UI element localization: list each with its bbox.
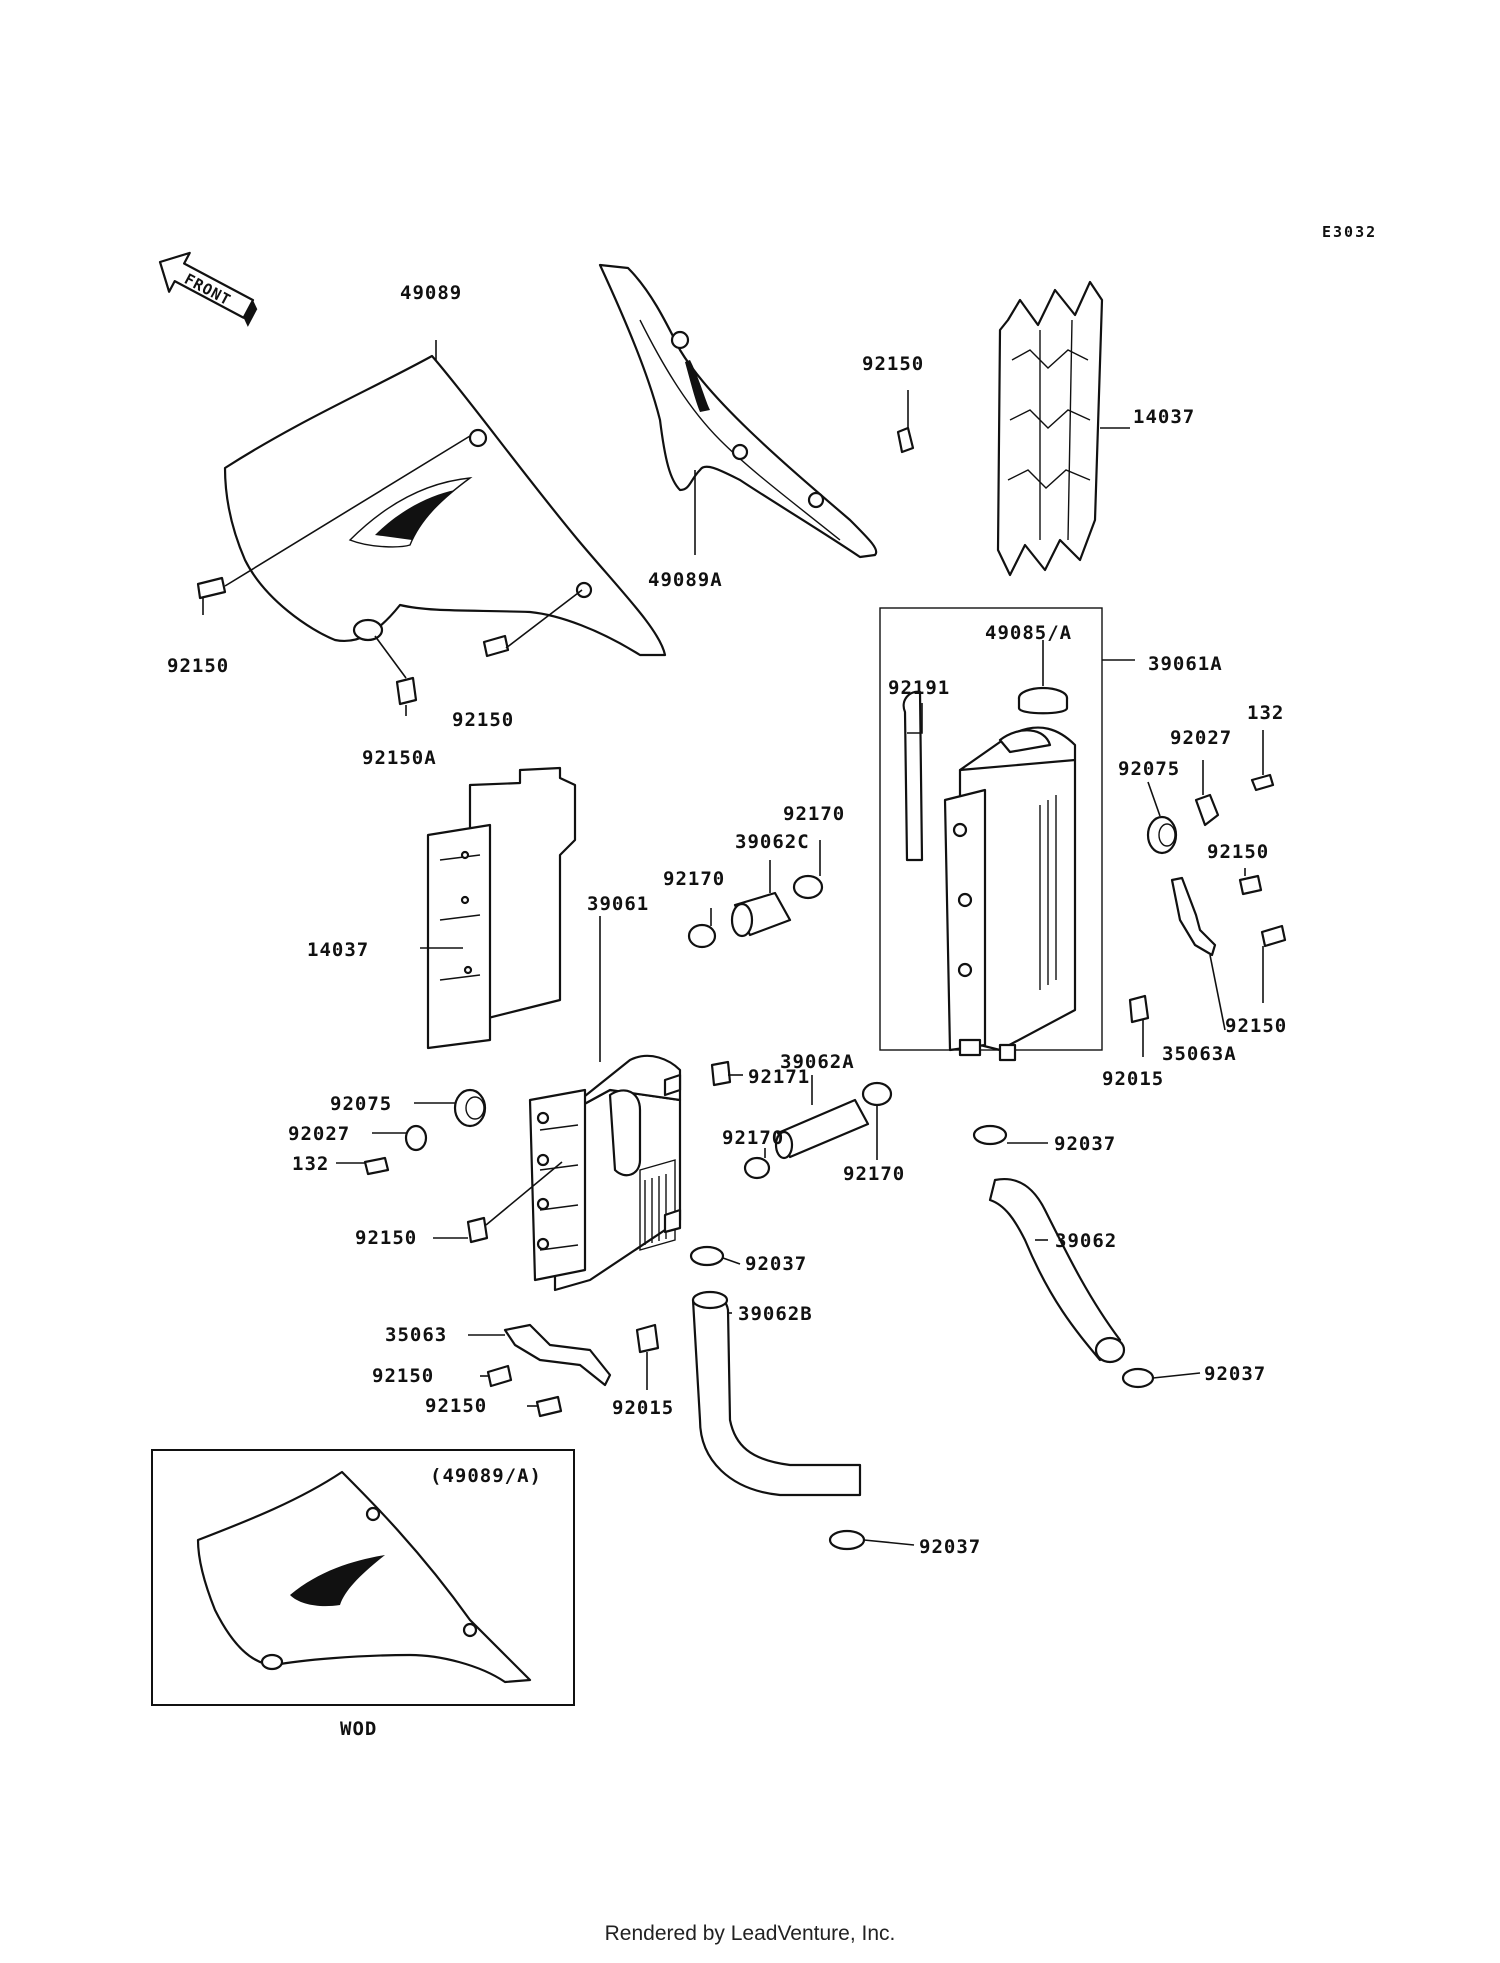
callout-39062B: 39062B [738, 1303, 813, 1325]
callout-92075-right: 92075 [1118, 758, 1180, 780]
callout-92191: 92191 [888, 677, 950, 699]
hose-clamp-92170-c [743, 1156, 771, 1180]
callout-92150A: 92150A [362, 747, 437, 769]
callout-92037-c: 92037 [1204, 1363, 1266, 1385]
callout-92037-d: 92037 [919, 1536, 981, 1558]
callout-49089A: 49089A [648, 569, 723, 591]
callout-132-right: 132 [1247, 702, 1284, 724]
hose-clamp-92037-b [972, 1124, 1008, 1146]
callout-132-left: 132 [292, 1153, 329, 1175]
radiator-cap-icon [1017, 686, 1069, 715]
bracket-35063 [503, 1323, 612, 1387]
callout-39062: 39062 [1055, 1230, 1117, 1252]
callout-92015-right: 92015 [1102, 1068, 1164, 1090]
inset-caption: WOD [340, 1718, 377, 1740]
bolt-92150-h [535, 1395, 563, 1418]
bolt-92150-e [1260, 924, 1287, 948]
callout-14037-top: 14037 [1133, 406, 1195, 428]
callout-92075-left: 92075 [330, 1093, 392, 1115]
wod-inset: (49089/A) WOD [151, 1449, 575, 1740]
callout-92150-g: 92150 [372, 1365, 434, 1387]
bracket-35063A [1170, 876, 1217, 957]
callout-92170-c: 92170 [722, 1127, 784, 1149]
radiator-left [528, 1054, 682, 1292]
clip-92015-left [635, 1323, 660, 1354]
callout-92150-f: 92150 [355, 1227, 417, 1249]
bolt-132-right [1250, 773, 1275, 792]
hose-clamp-92170-d [861, 1081, 893, 1107]
radiator-grille-right [996, 280, 1104, 577]
clip-92171 [710, 1060, 732, 1087]
callout-92150-b: 92150 [167, 655, 229, 677]
callout-92037-a: 92037 [1054, 1133, 1116, 1155]
diagram-id: E3032 [1322, 223, 1377, 241]
callout-39061: 39061 [587, 893, 649, 915]
radiator-right-group-box [879, 607, 1103, 1051]
callout-14037-left: 14037 [307, 939, 369, 961]
front-arrow-icon: FRONT [158, 251, 258, 327]
callout-92150-e: 92150 [1225, 1015, 1287, 1037]
callout-39061A: 39061A [1148, 653, 1223, 675]
bolt-132-left [363, 1156, 390, 1176]
hose-39062B [691, 1290, 862, 1497]
grommet-right [1146, 815, 1178, 855]
callout-39062C: 39062C [735, 831, 810, 853]
bolt-92150-d [1238, 874, 1263, 896]
callout-39062A: 39062A [780, 1051, 855, 1073]
callout-92150-d: 92150 [1207, 841, 1269, 863]
clip-92015-right [1128, 994, 1150, 1024]
callout-labels: 49089 49089A 92150 14037 92150 92150 921… [167, 282, 1287, 1558]
hose-39062 [988, 1177, 1126, 1364]
hose-clamp-92037-d [828, 1529, 866, 1551]
callout-92150-c: 92150 [452, 709, 514, 731]
callout-49089: 49089 [400, 282, 462, 304]
bolt-92150-b [196, 576, 227, 600]
callout-92170-d: 92170 [843, 1163, 905, 1185]
hose-clamp-92170-a [792, 874, 824, 900]
collar-left [404, 1124, 428, 1152]
callout-92170-a: 92170 [783, 803, 845, 825]
callout-92150-a: 92150 [862, 353, 924, 375]
bolt-92150-f [466, 1216, 489, 1244]
callout-92027-left: 92027 [288, 1123, 350, 1145]
callout-92037-b: 92037 [745, 1253, 807, 1275]
leader-lines [202, 340, 1264, 1546]
inset-label: (49089/A) [430, 1465, 542, 1487]
hose-clamp-92037-c [1121, 1367, 1155, 1389]
breather-tube [902, 690, 924, 862]
hose-clamp-92170-b [687, 923, 717, 949]
callout-35063: 35063 [385, 1324, 447, 1346]
grommet-left [453, 1088, 487, 1128]
callout-35063A: 35063A [1162, 1043, 1237, 1065]
collar-right [1194, 793, 1220, 827]
callout-92027-right: 92027 [1170, 727, 1232, 749]
bolt-92150-g [486, 1364, 513, 1388]
hose-39062C [730, 891, 792, 938]
callout-92170-b: 92170 [663, 868, 725, 890]
radiator-shroud-side [598, 263, 878, 559]
radiator-grille-left [426, 766, 577, 1050]
callout-49085A: 49085/A [985, 622, 1072, 644]
callout-92015-left: 92015 [612, 1397, 674, 1419]
radiator-right [879, 607, 1103, 1062]
footer-credit: Rendered by LeadVenture, Inc. [604, 1922, 896, 1945]
radiator-shroud [223, 354, 667, 657]
bolt-92150-c [482, 634, 510, 658]
bolt-92150A [395, 676, 418, 706]
callout-92171: 92171 [748, 1066, 810, 1088]
callout-92150-h: 92150 [425, 1395, 487, 1417]
hose-39062A [774, 1098, 870, 1160]
hose-clamp-92037-a [689, 1245, 725, 1267]
bolt-92150-a [896, 426, 915, 454]
